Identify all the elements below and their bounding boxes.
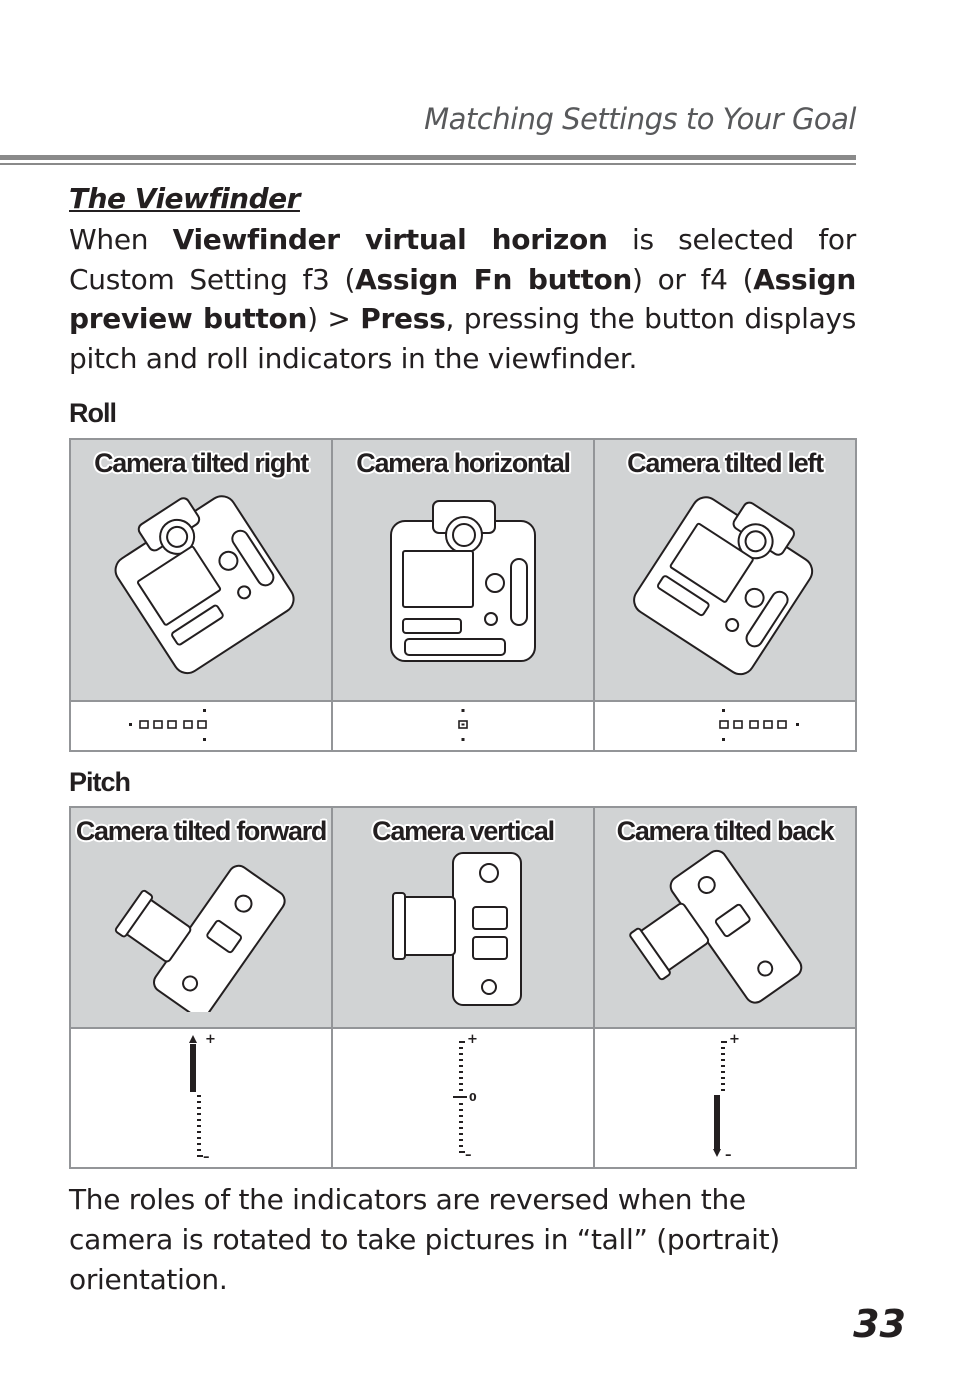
minus-sign: –: [725, 1148, 732, 1163]
text-run: ) or f4 (: [632, 262, 754, 296]
pitch-table: Camera tilted forward Camera vertical: [69, 806, 857, 1169]
roll-indicator-level-icon: [458, 709, 468, 741]
pitch-indicator-vertical: + 0 –: [331, 1027, 595, 1169]
text-run: is selected for Custom Setting f3 (: [69, 223, 856, 296]
pitch-indicator-back-icon: + –: [713, 1032, 740, 1163]
setting-name: Assign Fn button: [355, 262, 633, 296]
plus-sign: +: [205, 1032, 216, 1047]
running-head: Matching Settings to Your Goal: [424, 102, 856, 136]
intro-paragraph: When Viewfinder virtual horizon is selec…: [69, 220, 856, 378]
pitch-indicator-forward: + –: [69, 1027, 333, 1169]
roll-cell-left: Camera tilted left: [593, 438, 857, 702]
page-number: 33: [853, 1302, 906, 1346]
pitch-indicator-level-icon: + 0 –: [453, 1032, 478, 1163]
roll-indicator-left-icon: [719, 709, 799, 741]
roll-indicator-right: [69, 700, 333, 752]
camera-back-horizontal-icon: [390, 500, 536, 662]
setting-name: Press: [360, 302, 446, 335]
orientation-note: The roles of the indicators are reversed…: [69, 1183, 780, 1296]
roll-indicator-right-icon: [129, 709, 207, 741]
pitch-cell-back: Camera tilted back: [593, 806, 857, 1029]
pitch-cell-forward: Camera tilted forward: [69, 806, 333, 1029]
cell-title: Camera tilted forward: [75, 816, 328, 846]
camera-side-tilted-forward-icon: [114, 864, 286, 1012]
roll-indicator-left: [593, 700, 857, 752]
setting-name: Assign preview button: [69, 262, 856, 336]
roll-label: Roll: [69, 398, 117, 428]
text-run: ) >: [307, 302, 361, 335]
camera-side-vertical-icon: [392, 852, 522, 1006]
pitch-label: Pitch: [69, 767, 131, 797]
minus-sign: –: [465, 1148, 472, 1163]
cell-title: Camera tilted right: [94, 448, 309, 478]
cell-title: Camera vertical: [372, 816, 555, 846]
cell-title: Camera tilted left: [627, 448, 824, 478]
plus-sign: +: [467, 1032, 478, 1047]
cell-title: Camera tilted back: [616, 816, 835, 846]
roll-cell-right: Camera tilted right: [69, 438, 333, 702]
header-rule: [0, 155, 856, 160]
roll-table: Camera tilted right Camera horizontal: [69, 438, 857, 752]
section-title: The Viewfinder: [69, 182, 300, 215]
minus-sign: –: [203, 1150, 210, 1163]
camera-side-tilted-back-icon: [629, 849, 803, 1004]
camera-back-tilted-left-icon: [633, 496, 814, 676]
text-run: When: [69, 223, 173, 256]
text-run: , pressing the button displays pitch and…: [69, 302, 856, 375]
pitch-indicator-forward-icon: + –: [189, 1032, 216, 1165]
roll-indicator-horizontal: [331, 700, 595, 752]
camera-back-tilted-right-icon: [114, 495, 295, 675]
zero-mark: 0: [469, 1091, 477, 1104]
pitch-indicator-back: + –: [593, 1027, 857, 1169]
header-rule-thin: [0, 163, 856, 165]
plus-sign: +: [729, 1032, 740, 1047]
setting-name: Viewfinder virtual horizon: [172, 223, 608, 256]
roll-cell-horizontal: Camera horizontal: [331, 438, 595, 702]
cell-title: Camera horizontal: [356, 448, 571, 478]
pitch-cell-vertical: Camera vertical: [331, 806, 595, 1029]
